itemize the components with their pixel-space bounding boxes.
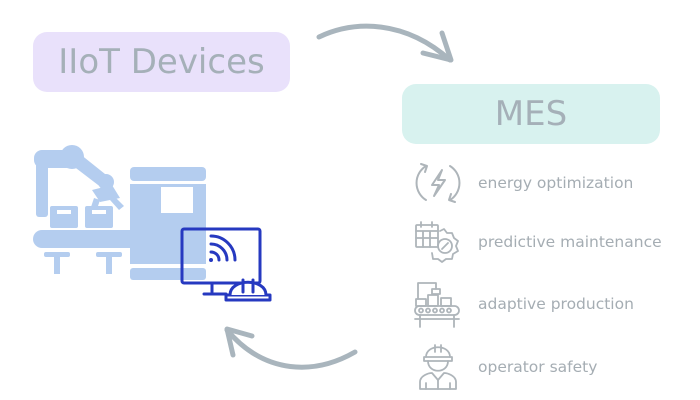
feature-label: predictive maintenance [478, 233, 662, 251]
feature-label: operator safety [478, 358, 598, 376]
iiot-devices-text: IIoT Devices [58, 42, 265, 82]
feature-energy-optimization: energy optimization [412, 158, 672, 208]
feature-label: energy optimization [478, 174, 634, 192]
arrow-to-mes-icon [316, 23, 454, 63]
factory-machine-icon [33, 145, 206, 280]
mes-label: MES [402, 84, 660, 144]
energy-cycle-icon [415, 163, 461, 203]
calendar-gear-icon [415, 221, 459, 263]
worker-helmet-icon [419, 344, 457, 390]
feature-adaptive-production: adaptive production [412, 279, 672, 329]
feature-predictive-maintenance: predictive maintenance [412, 217, 672, 267]
feature-operator-safety: operator safety [412, 342, 672, 392]
arrow-to-iiot-icon [224, 326, 358, 370]
monitor-wifi-helmet-icon [180, 227, 272, 302]
mes-text: MES [494, 94, 568, 134]
iiot-devices-label: IIoT Devices [33, 32, 290, 92]
feature-label: adaptive production [478, 295, 634, 313]
conveyor-robot-icon [414, 282, 460, 328]
